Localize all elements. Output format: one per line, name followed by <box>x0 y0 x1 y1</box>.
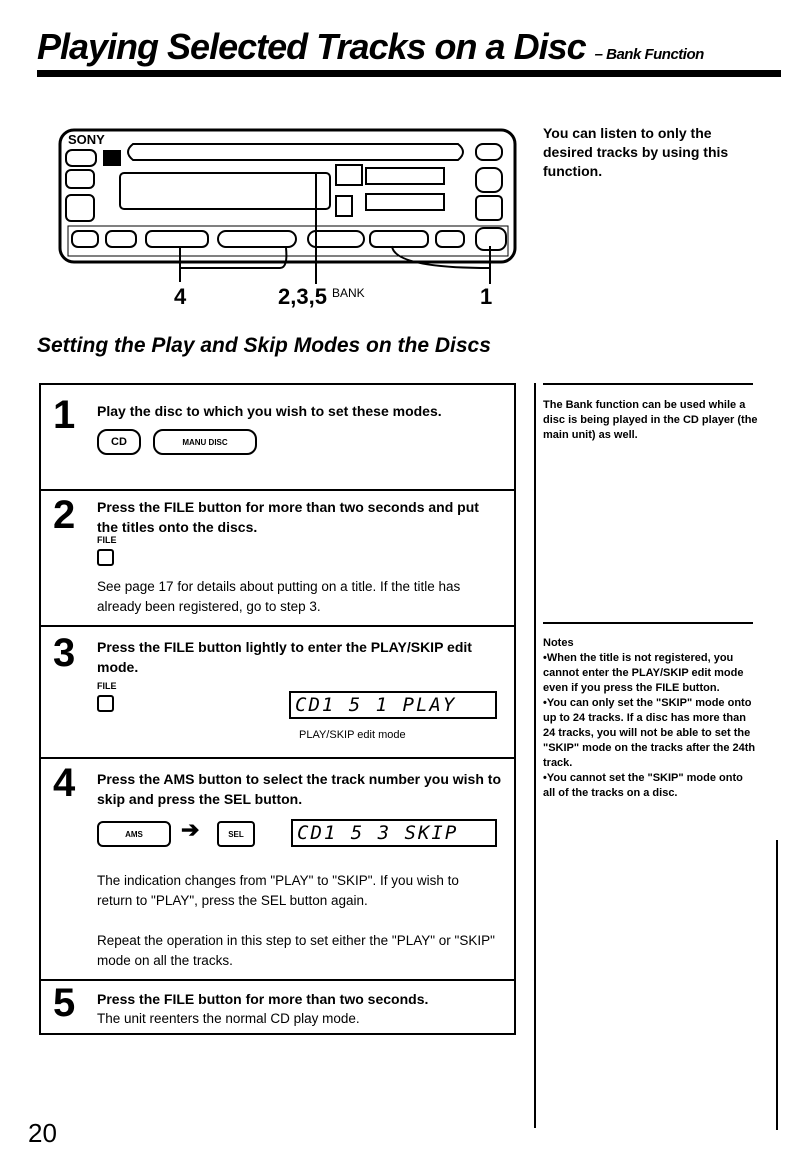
step-5-instruction: Press the FILE button for more than two … <box>97 991 429 1007</box>
step-divider <box>41 757 514 759</box>
file-label: FILE <box>97 681 117 691</box>
sel-button: SEL <box>217 821 255 847</box>
step-1-number: 1 <box>53 393 76 437</box>
callout-1: 1 <box>480 284 493 309</box>
note-item: •You cannot set the "SKIP" mode onto all… <box>543 772 743 799</box>
lcd-display-skip: CD1 5 3 SKIP <box>291 819 497 847</box>
step-1-instruction: Play the disc to which you wish to set t… <box>97 403 442 419</box>
intro-text: You can listen to only the desired track… <box>543 125 729 179</box>
cd-button: CD <box>97 429 141 455</box>
ams-button: AMS <box>97 821 171 847</box>
file-button <box>97 549 114 566</box>
page-title: Playing Selected Tracks on a Disc – Bank… <box>37 26 704 68</box>
callout-2-3-5: 2,3,5 <box>278 284 327 309</box>
steps-box: 1 Play the disc to which you wish to set… <box>39 383 516 1035</box>
right-edge-line <box>776 840 778 1130</box>
step-4-instruction: Press the AMS button to select the track… <box>97 771 501 807</box>
step-5-note: The unit reenters the normal CD play mod… <box>97 1011 360 1026</box>
section-title: Setting the Play and Skip Modes on the D… <box>37 334 491 357</box>
sidebar-rule <box>543 622 753 624</box>
note-item: •When the title is not registered, you c… <box>543 652 744 694</box>
car-stereo-illustration: SONY <box>58 128 517 284</box>
title-rule <box>37 70 781 77</box>
callout-bank: BANK <box>332 286 365 300</box>
title-subtitle: – Bank Function <box>594 46 705 63</box>
title-text: Playing Selected Tracks on a Disc <box>37 26 587 67</box>
manu-disc-button: MANU DISC <box>153 429 257 455</box>
device-brand: SONY <box>68 132 105 147</box>
bank-note: The Bank function can be used while a di… <box>543 399 758 441</box>
display-caption: PLAY/SKIP edit mode <box>299 729 406 741</box>
step-divider <box>41 625 514 627</box>
note-item: •You can only set the "SKIP" mode onto u… <box>543 697 756 769</box>
file-label: FILE <box>97 535 117 545</box>
callout-4: 4 <box>174 284 187 309</box>
column-divider <box>534 383 536 1128</box>
page-number: 20 <box>28 1118 57 1148</box>
sidebar-rule <box>543 383 753 385</box>
step-divider <box>41 979 514 981</box>
step-3-number: 3 <box>53 631 76 675</box>
step-4-note-1: The indication changes from "PLAY" to "S… <box>97 873 459 908</box>
arrow-icon: ➔ <box>181 817 200 842</box>
step-2-number: 2 <box>53 493 76 537</box>
step-2-instruction: Press the FILE button for more than two … <box>97 499 479 535</box>
step-2-note: See page 17 for details about putting on… <box>97 579 461 614</box>
step-4-note-2: Repeat the operation in this step to set… <box>97 933 495 968</box>
step-3-instruction: Press the FILE button lightly to enter t… <box>97 639 472 675</box>
notes-title: Notes <box>543 637 574 649</box>
step-5-number: 5 <box>53 981 76 1025</box>
step-4-number: 4 <box>53 761 76 805</box>
file-button <box>97 695 114 712</box>
step-divider <box>41 489 514 491</box>
notes-list: •When the title is not registered, you c… <box>543 651 758 801</box>
lcd-display-play: CD1 5 1 PLAY <box>289 691 497 719</box>
